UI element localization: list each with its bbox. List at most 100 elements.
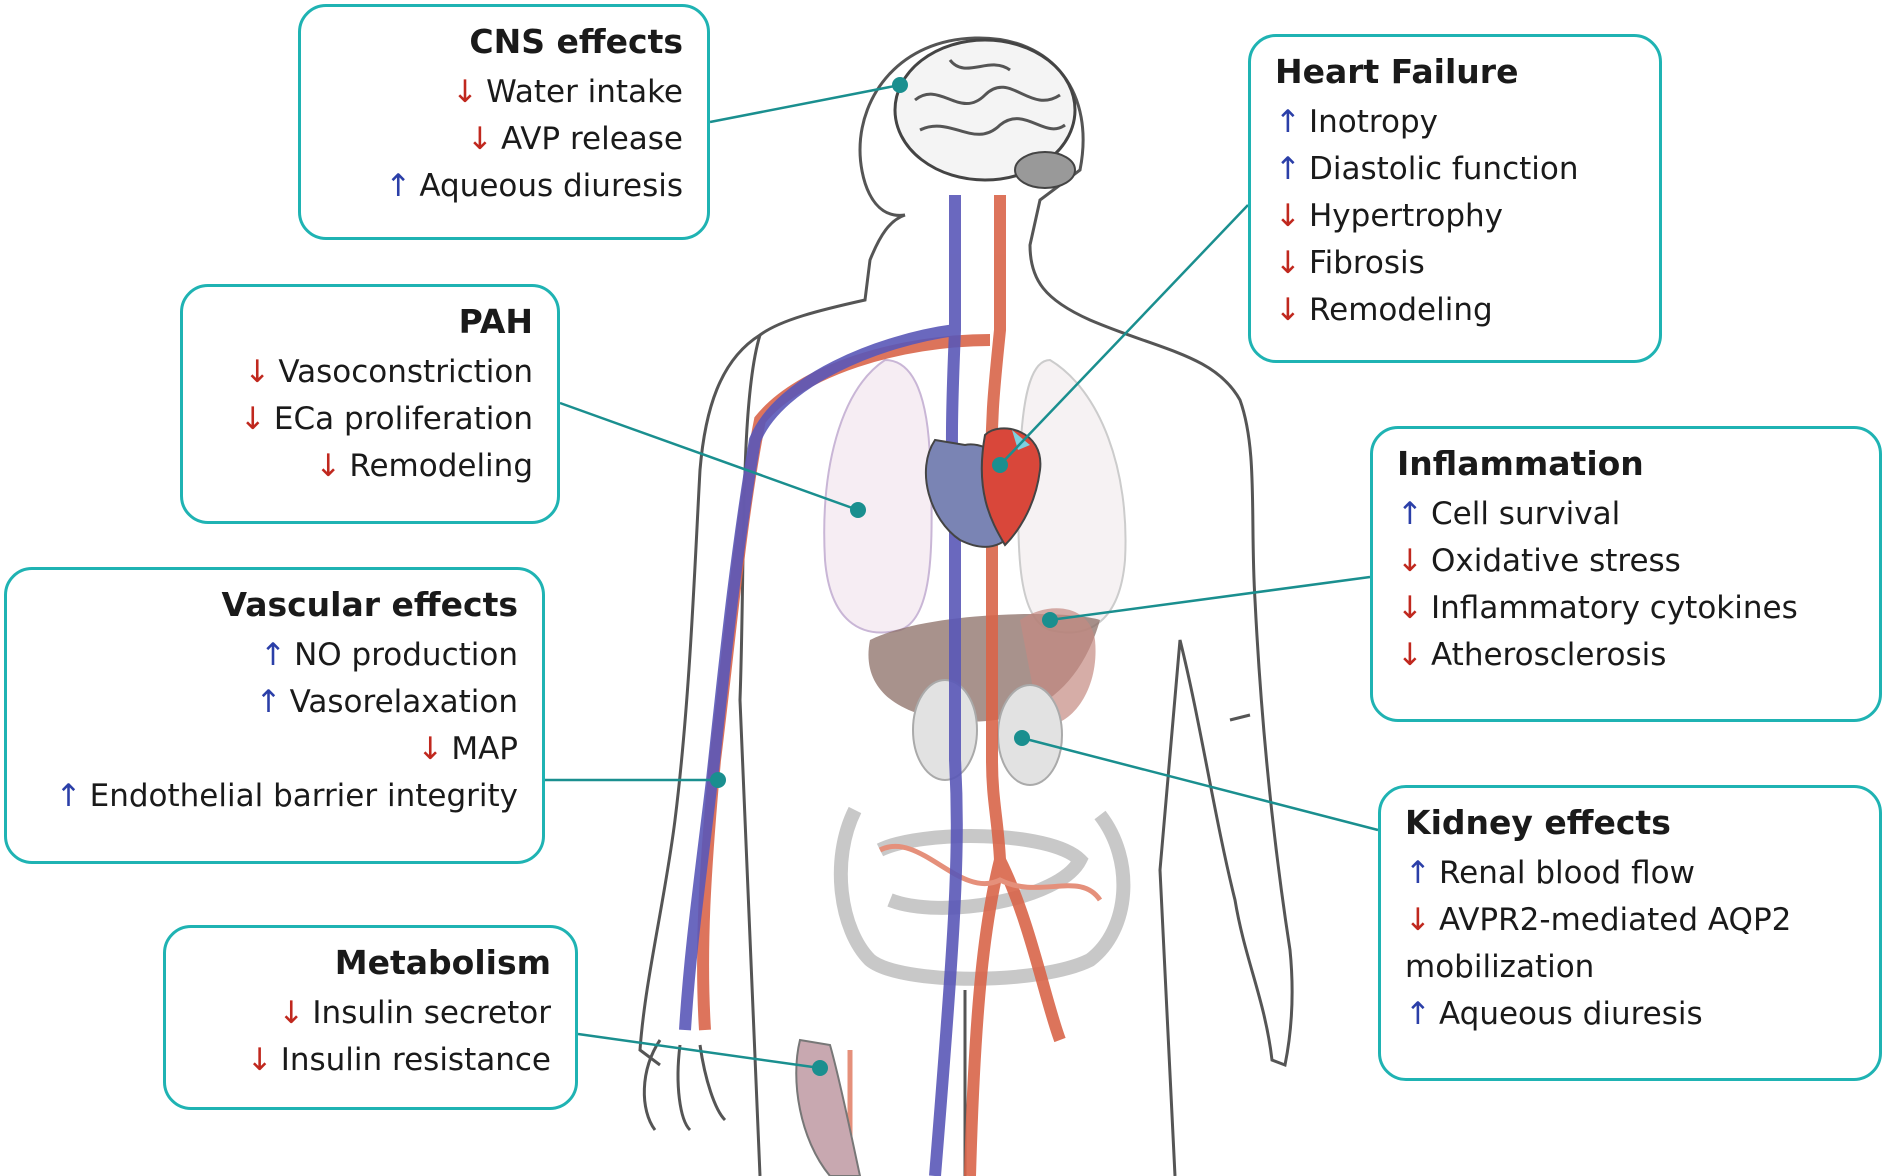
up-arrow-icon: ↑ — [385, 168, 412, 204]
item-text: Renal blood flow — [1439, 855, 1695, 891]
brain-icon — [893, 38, 1077, 189]
up-arrow-icon: ↑ — [1405, 996, 1431, 1032]
item-text: AVPR2-mediated AQP2 — [1439, 902, 1792, 938]
hand-icon — [642, 1039, 727, 1132]
list-item: ↑Aqueous diuresis — [325, 163, 683, 210]
item-list: ↑NO production↑Vasorelaxation↓MAP↑Endoth… — [31, 632, 518, 820]
box-title: Heart Failure — [1275, 52, 1519, 91]
item-text: Diastolic function — [1309, 151, 1579, 187]
list-item: ↑Diastolic function — [1275, 146, 1635, 193]
box-title: Metabolism — [334, 943, 551, 982]
list-item: ↓AVPR2-mediated AQP2 — [1405, 897, 1855, 944]
list-item: ↓Inflammatory cytokines — [1397, 585, 1855, 632]
item-text: Fibrosis — [1309, 245, 1425, 281]
down-arrow-icon: ↓ — [315, 448, 342, 484]
down-arrow-icon: ↓ — [246, 1042, 273, 1078]
item-text: Inflammatory cytokines — [1431, 590, 1798, 626]
item-list: ↓Vasoconstriction↓ECa proliferation↓Remo… — [207, 349, 533, 490]
list-item: ↓Insulin resistance — [190, 1037, 551, 1084]
list-item: ↓Remodeling — [1275, 287, 1635, 334]
box-title: PAH — [458, 302, 533, 341]
item-text: Remodeling — [349, 448, 533, 484]
up-arrow-icon: ↑ — [1405, 855, 1431, 891]
box-title: Kidney effects — [1405, 803, 1671, 842]
down-arrow-icon: ↓ — [452, 74, 479, 110]
down-arrow-icon: ↓ — [1275, 245, 1301, 281]
up-arrow-icon: ↑ — [260, 637, 287, 673]
list-item: ↑Endothelial barrier integrity — [31, 773, 518, 820]
item-text: ECa proliferation — [273, 401, 533, 437]
list-item: ↓Insulin secretor — [190, 990, 551, 1037]
connector-kidney — [1021, 736, 1379, 832]
box-cns-effects: CNS effects ↓Water intake↓AVP release↑Aq… — [298, 4, 710, 240]
connector-cns — [709, 83, 901, 124]
item-text: Inotropy — [1309, 104, 1438, 140]
item-text: Vasorelaxation — [289, 684, 518, 720]
item-text: Hypertrophy — [1309, 198, 1504, 234]
list-item: ↑Inotropy — [1275, 99, 1635, 146]
list-item: ↓Water intake — [325, 69, 683, 116]
item-text: MAP — [451, 731, 518, 767]
item-text: AVP release — [500, 121, 683, 157]
list-item: ↑Vasorelaxation — [31, 679, 518, 726]
box-pah: PAH ↓Vasoconstriction↓ECa proliferation↓… — [180, 284, 560, 524]
list-item: ↓AVP release — [325, 116, 683, 163]
down-arrow-icon: ↓ — [466, 121, 493, 157]
lungs-icon — [823, 358, 1127, 634]
box-heart-failure: Heart Failure ↑Inotropy↑Diastolic functi… — [1248, 34, 1662, 363]
up-arrow-icon: ↑ — [1275, 104, 1301, 140]
list-item: ↑Cell survival — [1397, 491, 1855, 538]
up-arrow-icon: ↑ — [1275, 151, 1301, 187]
down-arrow-icon: ↓ — [1275, 292, 1301, 328]
list-item: ↓Hypertrophy — [1275, 193, 1635, 240]
list-item: ↓Atherosclerosis — [1397, 632, 1855, 679]
muscle-icon — [795, 1038, 862, 1176]
veins — [679, 195, 963, 1176]
list-item: ↓Fibrosis — [1275, 240, 1635, 287]
down-arrow-icon: ↓ — [1397, 590, 1423, 626]
item-list: ↓Insulin secretor↓Insulin resistance — [190, 990, 551, 1084]
down-arrow-icon: ↓ — [1405, 902, 1431, 938]
box-title: CNS effects — [469, 22, 683, 61]
box-vascular-effects: Vascular effects ↑NO production↑Vasorela… — [4, 567, 545, 864]
down-arrow-icon: ↓ — [1275, 198, 1301, 234]
item-text: Aqueous diuresis — [1439, 996, 1703, 1032]
connector-pah — [559, 401, 859, 512]
down-arrow-icon: ↓ — [244, 354, 271, 390]
item-list: ↓Water intake↓AVP release↑Aqueous diures… — [325, 69, 683, 210]
item-text: Water intake — [486, 74, 683, 110]
list-item: ↓Oxidative stress — [1397, 538, 1855, 585]
item-text: Insulin secretor — [312, 995, 551, 1031]
list-item: mobilization — [1405, 944, 1855, 991]
box-inflammation: Inflammation ↑Cell survival↓Oxidative st… — [1370, 426, 1882, 722]
list-item: ↓ECa proliferation — [207, 396, 533, 443]
down-arrow-icon: ↓ — [1397, 543, 1423, 579]
connector-heart — [999, 204, 1249, 466]
list-item: ↓MAP — [31, 726, 518, 773]
up-arrow-icon: ↑ — [255, 684, 282, 720]
box-title: Inflammation — [1397, 444, 1644, 483]
list-item: ↑Aqueous diuresis — [1405, 991, 1855, 1038]
item-text: Oxidative stress — [1431, 543, 1681, 579]
box-title: Vascular effects — [221, 585, 518, 624]
item-text: Insulin resistance — [280, 1042, 551, 1078]
connector-inflammation — [1049, 575, 1371, 622]
list-item: ↑Renal blood flow — [1405, 850, 1855, 897]
item-text: mobilization — [1405, 949, 1595, 985]
item-text: Endothelial barrier integrity — [89, 778, 518, 814]
item-list: ↑Inotropy↑Diastolic function↓Hypertrophy… — [1275, 99, 1635, 334]
item-text: Aqueous diuresis — [419, 168, 683, 204]
box-kidney-effects: Kidney effects ↑Renal blood flow↓AVPR2-m… — [1378, 785, 1882, 1081]
connector-dots — [710, 77, 1058, 1076]
connector-metabolism — [577, 1032, 821, 1070]
item-text: Cell survival — [1431, 496, 1621, 532]
down-arrow-icon: ↓ — [278, 995, 305, 1031]
item-text: Atherosclerosis — [1431, 637, 1667, 673]
down-arrow-icon: ↓ — [1397, 637, 1423, 673]
item-text: NO production — [294, 637, 518, 673]
item-list: ↑Cell survival↓Oxidative stress↓Inflamma… — [1397, 491, 1855, 679]
down-arrow-icon: ↓ — [417, 731, 444, 767]
list-item: ↑NO production — [31, 632, 518, 679]
box-metabolism: Metabolism ↓Insulin secretor↓Insulin res… — [163, 925, 578, 1110]
